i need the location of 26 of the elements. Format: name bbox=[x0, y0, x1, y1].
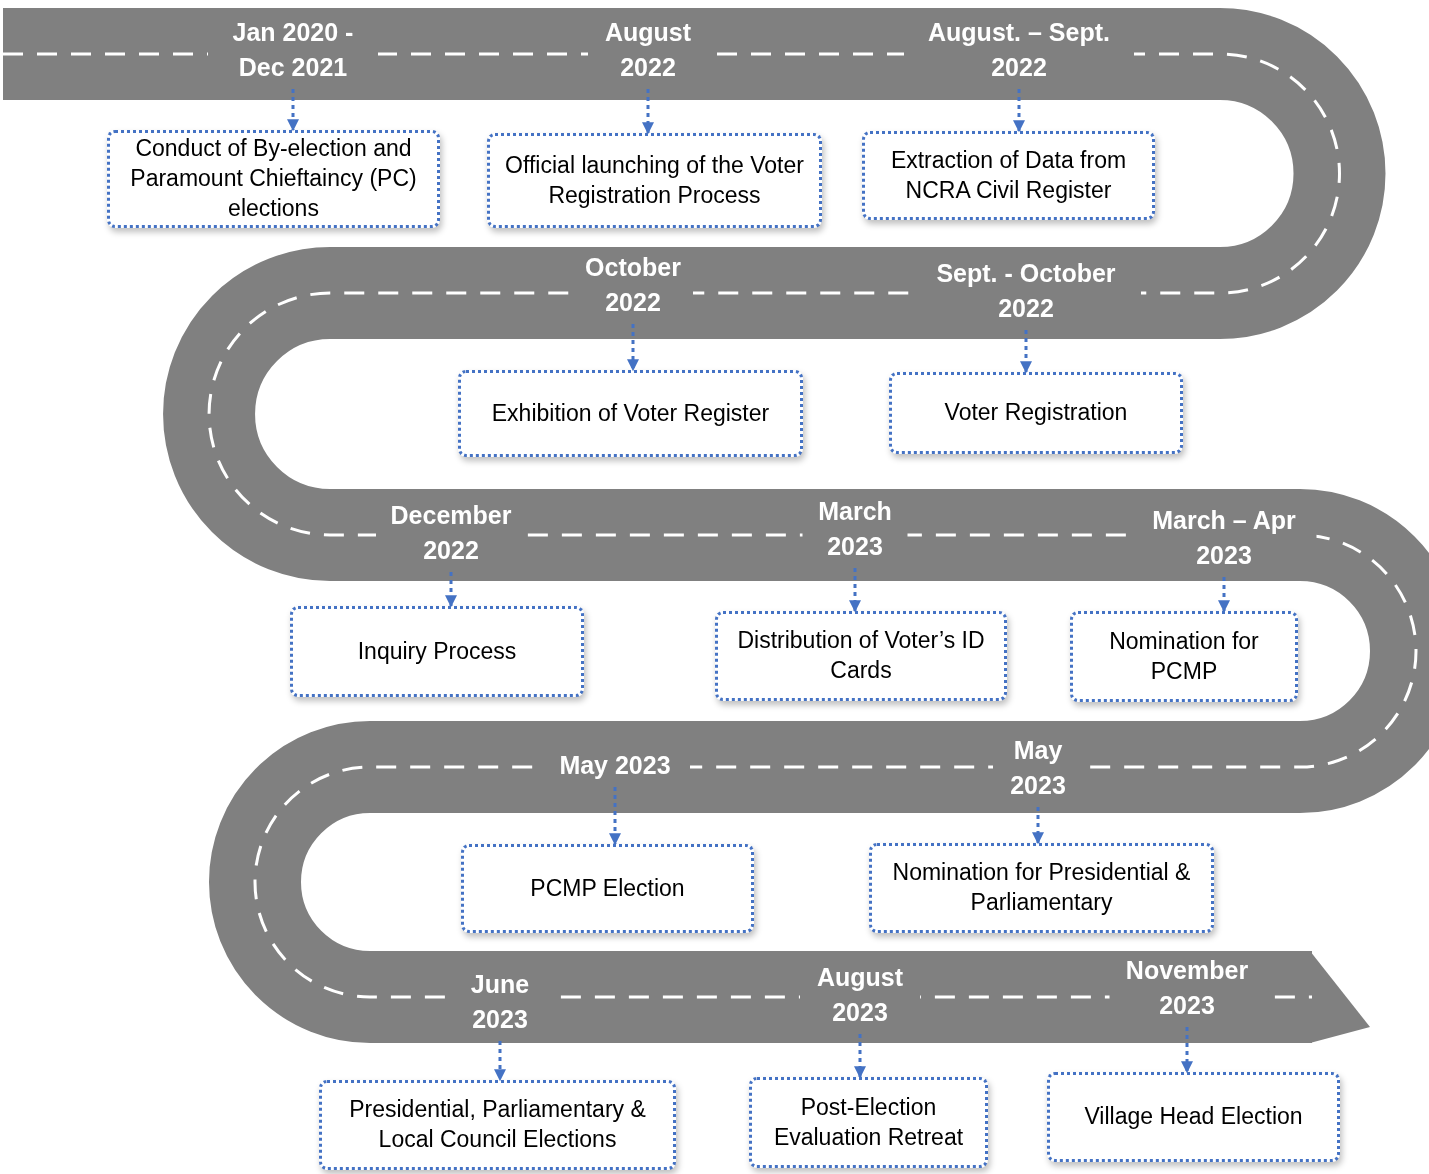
event-box: Extraction of Data from NCRA Civil Register bbox=[862, 131, 1155, 220]
event-box: Nomination for PCMP bbox=[1070, 611, 1298, 702]
event-box: Official launching of the Voter Registration Process bbox=[487, 133, 822, 228]
arrow bbox=[1181, 1027, 1193, 1074]
arrow bbox=[445, 572, 457, 608]
event-box: Distribution of Voter’s ID Cards bbox=[715, 611, 1007, 701]
event-box: Exhibition of Voter Register bbox=[458, 370, 803, 457]
event-box: Conduct of By-election and Paramount Chieftaincy (PC) elections bbox=[107, 130, 440, 228]
event-box: Inquiry Process bbox=[290, 606, 584, 697]
event-box: Village Head Election bbox=[1047, 1072, 1340, 1162]
event-box: Post-Election Evaluation Retreat bbox=[749, 1077, 988, 1168]
arrow bbox=[609, 787, 621, 846]
arrow bbox=[849, 568, 861, 613]
event-box: Nomination for Presidential & Parliamentary bbox=[869, 843, 1214, 933]
arrow bbox=[1013, 89, 1025, 133]
arrow bbox=[642, 89, 654, 135]
arrow bbox=[1020, 330, 1032, 374]
event-box: Presidential, Parliamentary & Local Council Elections bbox=[319, 1080, 676, 1170]
arrow bbox=[1218, 577, 1230, 613]
arrow bbox=[494, 1041, 506, 1082]
event-box: PCMP Election bbox=[461, 844, 754, 933]
arrow bbox=[627, 324, 639, 372]
event-box: Voter Registration bbox=[889, 372, 1183, 454]
arrow bbox=[854, 1034, 866, 1079]
arrow bbox=[287, 89, 299, 132]
arrow bbox=[1032, 807, 1044, 845]
